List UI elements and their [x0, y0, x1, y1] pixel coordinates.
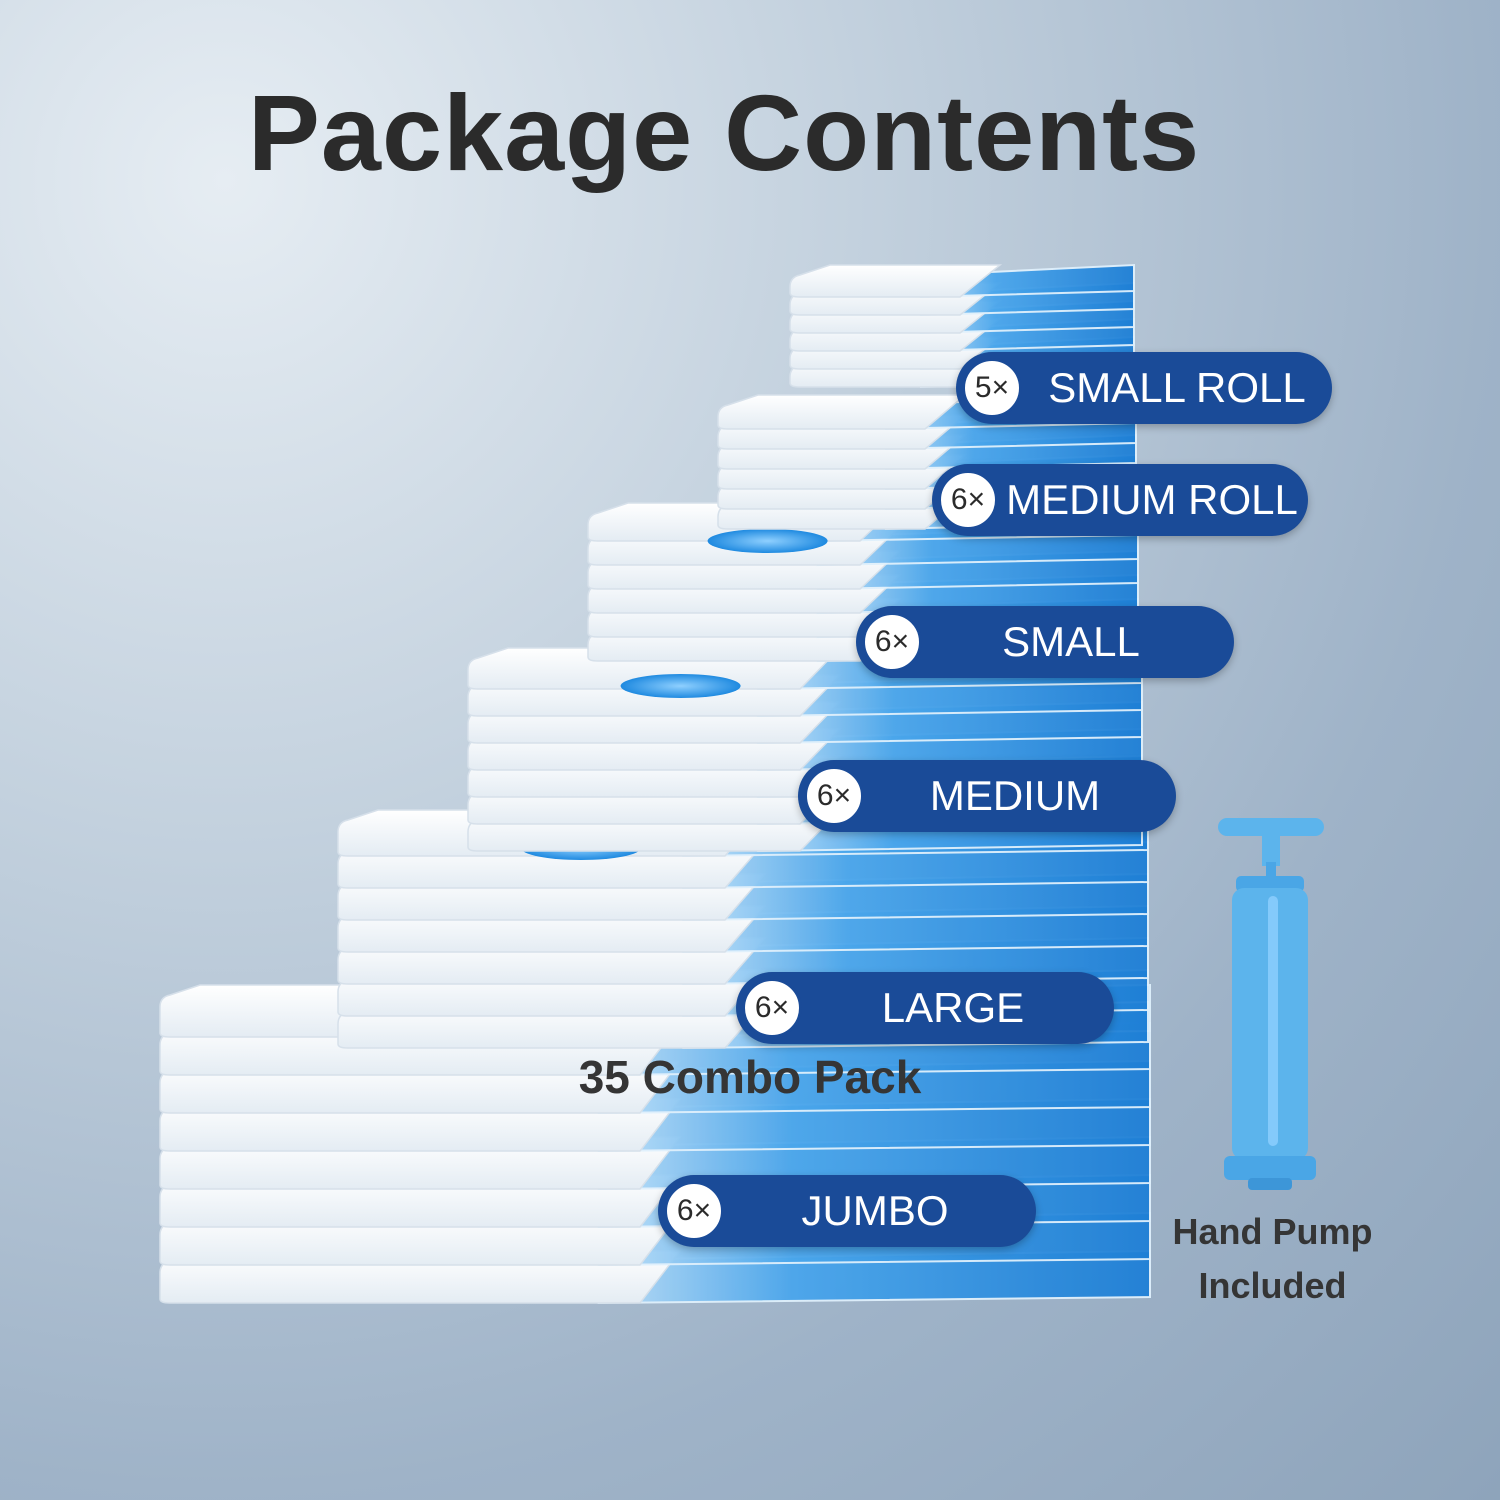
pump-caption: Hand Pump Included	[1140, 1205, 1405, 1313]
item-count-badge: 6×	[742, 978, 802, 1038]
item-tag-small-roll: 5× SMALL ROLL	[956, 352, 1332, 424]
item-tag-medium-roll: 6× MEDIUM ROLL	[932, 464, 1308, 536]
item-count-badge: 6×	[804, 766, 864, 826]
item-tag-large: 6× LARGE	[736, 972, 1114, 1044]
item-tag-jumbo: 6× JUMBO	[658, 1175, 1036, 1247]
item-count-badge: 6×	[664, 1181, 724, 1241]
item-tag-small: 6× SMALL	[856, 606, 1234, 678]
item-tag-medium: 6× MEDIUM	[798, 760, 1176, 832]
item-label: MEDIUM ROLL	[1006, 476, 1298, 523]
item-label: SMALL	[1002, 618, 1140, 665]
item-label: JUMBO	[801, 1187, 949, 1234]
item-label: SMALL ROLL	[1048, 364, 1306, 411]
item-count-badge: 6×	[938, 470, 998, 530]
hand-pump-icon	[1218, 818, 1324, 1190]
pump-caption-line-2: Included	[1198, 1265, 1347, 1306]
valve-icon	[620, 674, 741, 698]
pump-caption-line-1: Hand Pump	[1172, 1211, 1373, 1252]
item-label: MEDIUM	[929, 772, 1101, 819]
valve-icon	[707, 529, 828, 553]
item-count-badge: 6×	[862, 612, 922, 672]
pack-caption: 35 Combo Pack	[578, 1051, 922, 1103]
page-title: Package Contents	[247, 72, 1201, 193]
item-count-badge: 5×	[962, 358, 1022, 418]
item-label: LARGE	[881, 984, 1025, 1031]
